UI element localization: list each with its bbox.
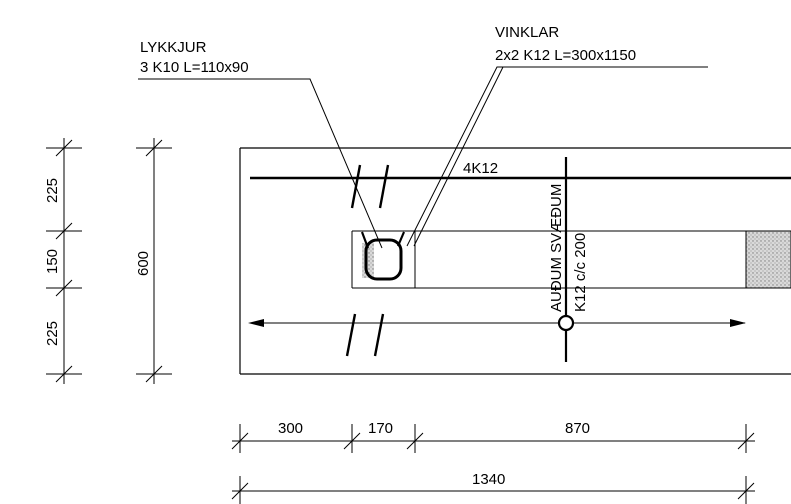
stirrups-title: LYKKJUR [140, 39, 207, 56]
length-dimension [231, 476, 755, 504]
angles-title: VINKLAR [495, 24, 559, 41]
angles-spec: 2x2 K12 L=300x1150 [495, 47, 636, 64]
height-dimension [136, 138, 172, 384]
stirrups-spec: 3 K10 L=110x90 [140, 59, 249, 76]
top-rebar-label: 4K12 [463, 160, 498, 177]
dim-bottom-3: 870 [565, 420, 590, 437]
dim-bottom-1: 300 [278, 420, 303, 437]
leader-lines [138, 66, 708, 249]
stirrup-section [364, 238, 403, 281]
dim-bottom-2: 170 [368, 420, 393, 437]
rebar-spacing: K12 c/c 200 [572, 233, 589, 312]
void-note: AUÐUM SVÆÐUM [548, 184, 565, 312]
interior-dimension [248, 319, 746, 327]
slab-outline [239, 147, 791, 375]
bottom-dimension-chain [231, 424, 755, 453]
vertical-rebar [557, 157, 575, 362]
dim-length-total: 1340 [472, 471, 505, 488]
dim-left-mid: 150 [44, 249, 61, 274]
dim-left-top: 225 [44, 178, 61, 203]
opening-band [351, 230, 791, 289]
dim-height-total: 600 [135, 251, 152, 276]
dim-left-bottom: 225 [44, 321, 61, 346]
hatched-area [745, 230, 791, 289]
stirrup-hooks [360, 231, 406, 249]
left-dimension-chain [46, 138, 82, 384]
